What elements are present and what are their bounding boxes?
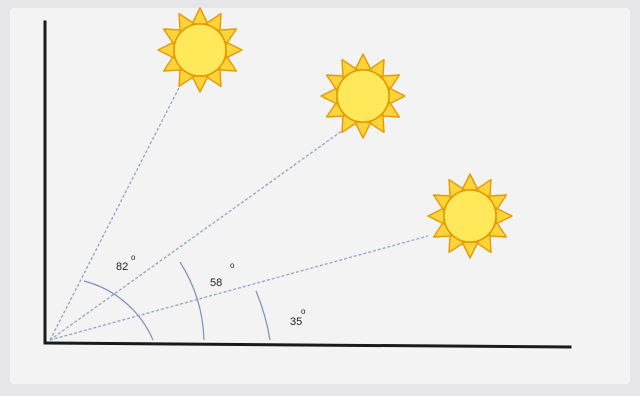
diagram-panel: [10, 8, 630, 384]
degree-mark-35: o: [301, 307, 306, 316]
sun-disc: [174, 24, 226, 76]
degree-mark-82: o: [131, 253, 136, 262]
sun-disc: [444, 190, 496, 242]
degree-mark-58: o: [230, 261, 235, 270]
sun-disc: [337, 70, 389, 122]
angle-label-82: 82: [116, 261, 128, 273]
angle-label-58: 58: [210, 277, 222, 289]
angle-label-35: 35: [290, 316, 302, 328]
